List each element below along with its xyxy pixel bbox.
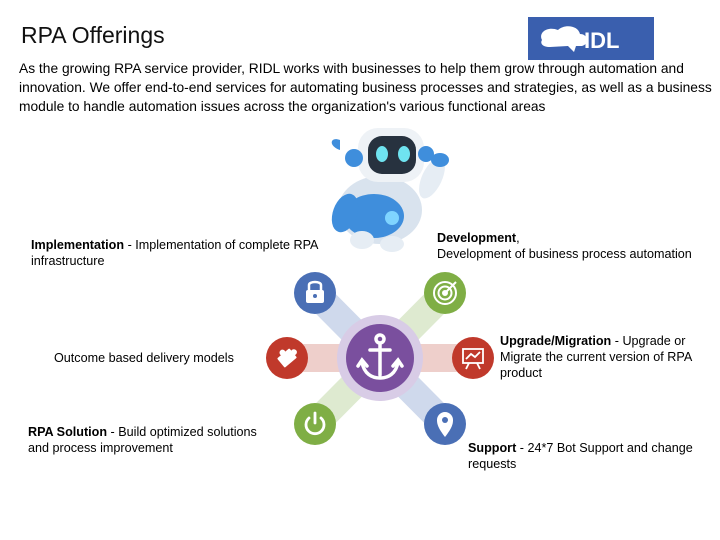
outcome-text: Outcome based delivery models — [54, 351, 234, 365]
target-icon — [433, 281, 457, 305]
node-puzzle — [266, 337, 308, 379]
page-title: RPA Offerings — [21, 22, 165, 48]
node-lock — [294, 272, 336, 314]
lock-icon — [306, 280, 324, 303]
label-rpa-solution: RPA Solution - Build optimized solutions… — [28, 424, 258, 456]
label-outcome: Outcome based delivery models — [54, 350, 274, 366]
intro-paragraph: As the growing RPA service provider, RID… — [19, 61, 712, 114]
upgrade-heading: Upgrade/Migration — [500, 334, 612, 348]
node-power — [294, 403, 336, 445]
implementation-text: - Implementation of complete RPA infrast… — [31, 238, 318, 268]
ridl-logo: IDL — [528, 17, 654, 60]
svg-text:IDL: IDL — [584, 28, 619, 53]
label-implementation: Implementation - Implementation of compl… — [31, 237, 331, 269]
development-text: Development of business process automati… — [437, 247, 692, 261]
power-icon — [304, 411, 326, 436]
anchor-icon — [356, 333, 404, 380]
support-text: - 24*7 Bot Support and change requests — [468, 441, 693, 471]
presentation-icon — [462, 348, 484, 370]
label-development: Development, Development of business pro… — [437, 230, 720, 262]
node-target — [424, 272, 466, 314]
ridl-logo-mark: IDL — [541, 25, 619, 53]
label-upgrade: Upgrade/Migration - Upgrade or Migrate t… — [500, 333, 712, 381]
implementation-heading: Implementation — [31, 238, 125, 252]
support-heading: Support — [468, 441, 517, 455]
upgrade-text: - Upgrade or Migrate the current version… — [500, 334, 692, 380]
robot-icon — [331, 128, 449, 252]
node-presentation — [452, 337, 494, 379]
development-heading: Development — [437, 231, 517, 245]
node-location — [424, 403, 466, 445]
puzzle-icon — [277, 348, 297, 368]
rpa-solution-heading: RPA Solution — [28, 425, 108, 439]
rpa-solution-text: - Build optimized solutions and process … — [28, 425, 257, 455]
center-hub — [337, 315, 423, 401]
location-pin-icon — [437, 412, 453, 437]
development-sep: , — [516, 231, 520, 245]
label-support: Support - 24*7 Bot Support and change re… — [468, 440, 718, 472]
